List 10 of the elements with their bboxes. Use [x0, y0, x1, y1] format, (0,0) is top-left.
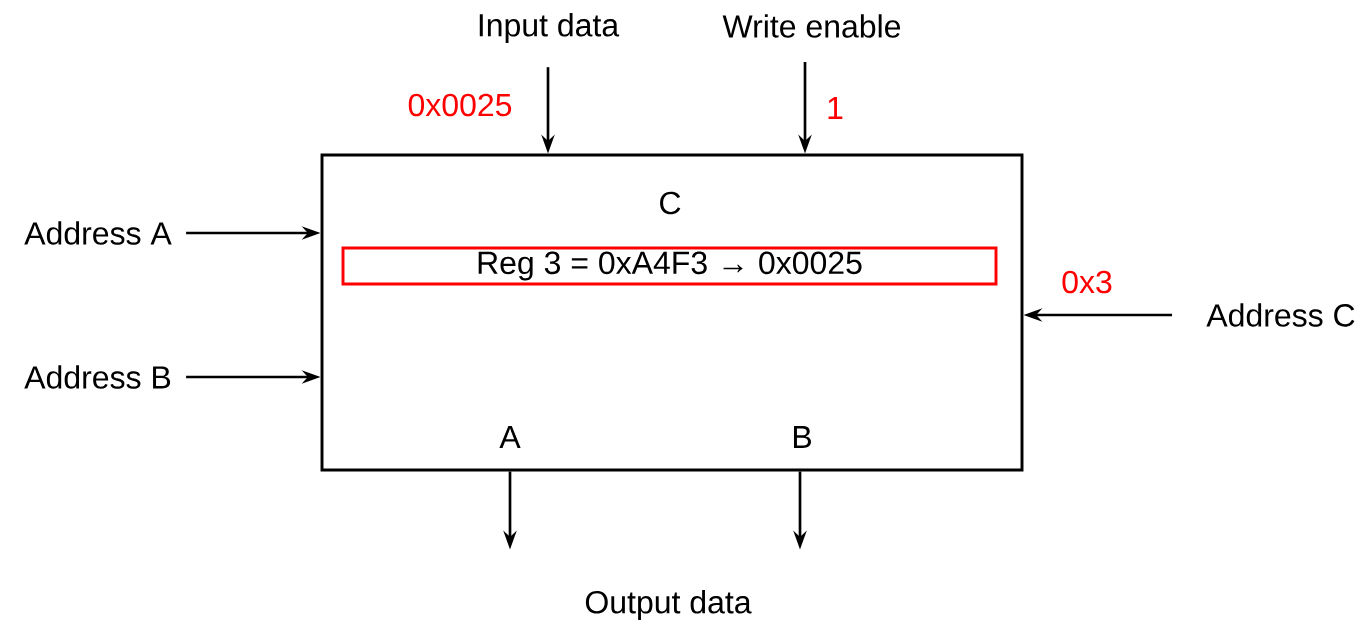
edge-label: 1 [824, 95, 846, 121]
edge-label: 0x0025 [406, 92, 514, 118]
register-box: Reg 3 = 0xA4F3 → 0x0025 [341, 246, 998, 286]
signal-label: Address B [24, 365, 171, 389]
output-label: Output data [585, 590, 752, 620]
signal-label: Address C [1206, 303, 1355, 327]
signal-label: Input data [479, 13, 620, 43]
signal-label: Write enable [722, 14, 901, 38]
edge-label: 0x3 [1059, 269, 1115, 295]
signal-label: Address A [24, 221, 172, 245]
